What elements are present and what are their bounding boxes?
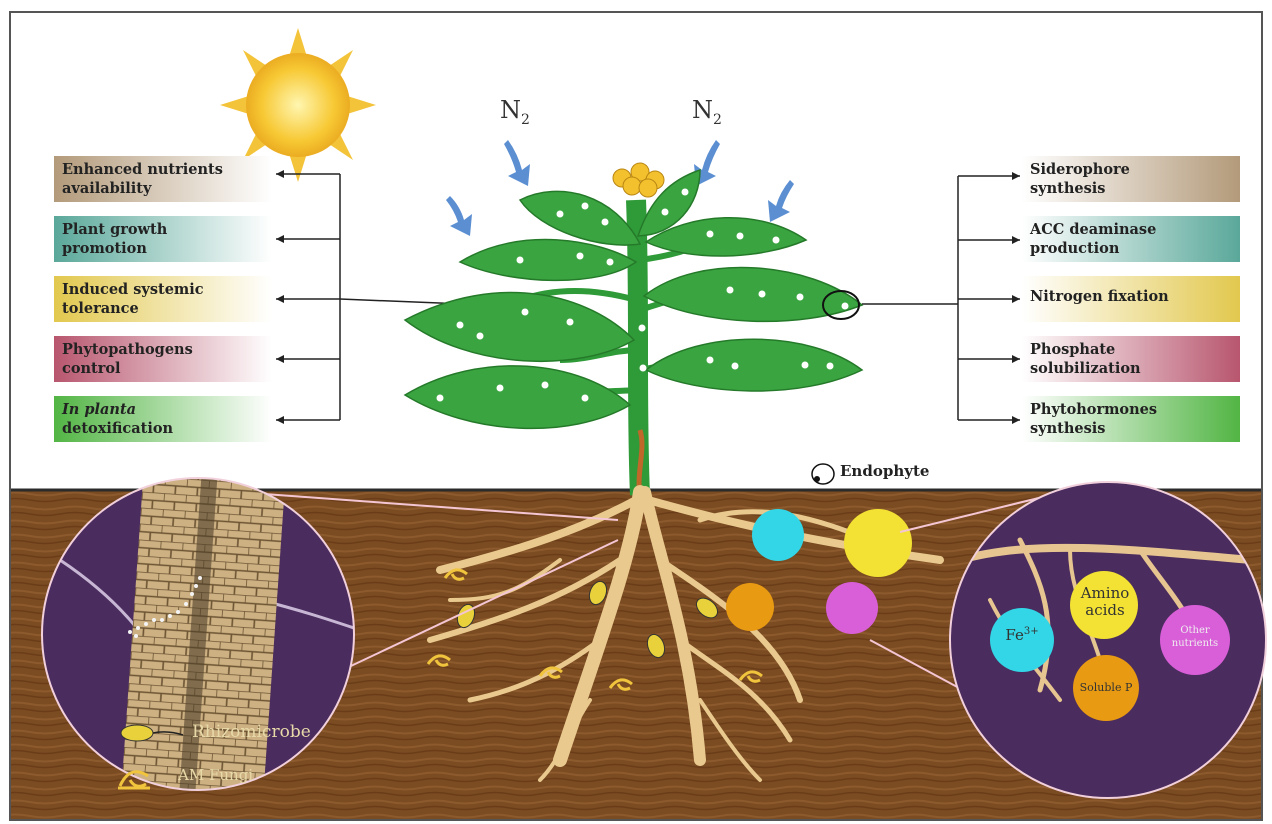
box-induced-tolerance: Induced systemic tolerance [54,276,272,322]
iron-label: Fe3+ [996,626,1048,644]
rhizomicrobe-legend-icon [121,725,153,741]
amino-label: Amino acids [1074,585,1136,619]
other-nutrient-bubble [826,582,878,634]
soluble-p-label: Soluble P [1070,681,1142,694]
nitrogen-label-right: N2 [692,96,722,128]
iron-bubble [752,509,804,561]
box-phytopathogens: Phytopathogens control [54,336,272,382]
box-nitrogen-fixation: Nitrogen fixation [1022,276,1240,322]
box-phytohormones: Phytohormones synthesis [1022,396,1240,442]
endophyte-label: Endophyte [840,462,929,480]
amino-bubble [844,509,912,577]
phosphate-bubble [726,583,774,631]
nitrogen-label-left: N2 [500,96,530,128]
am-fungi-legend-label: AM Fungi [178,766,253,784]
other-nutrients-label: Other nutrients [1162,624,1228,650]
rhizomicrobe-legend-label: Rhizomicrobe [192,722,311,742]
